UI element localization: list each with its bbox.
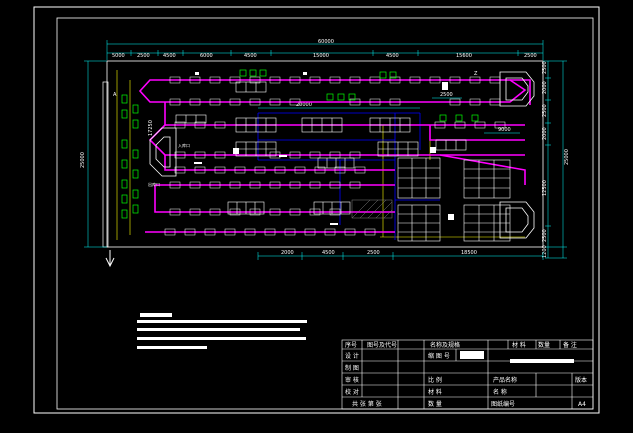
conveyor-loops: [138, 79, 531, 233]
dim-bottom-3: 2500: [367, 250, 380, 256]
tb-size: A4: [578, 401, 586, 408]
tb-header-material: 材 料: [512, 341, 526, 349]
yellow-lines: [116, 70, 525, 240]
tb-material: 材 料: [428, 388, 442, 396]
dim-right-2: 2000: [542, 81, 548, 94]
tb-product: 产品名称: [493, 376, 517, 384]
tb-drawing-no: 图纸编号: [491, 400, 515, 408]
dim-bottom-2: 4500: [322, 250, 335, 256]
label-z: Z: [474, 71, 478, 77]
markers: [194, 72, 454, 225]
blue-lines: [257, 112, 440, 240]
tb-title-bar: [510, 359, 574, 363]
outer-frame: [33, 6, 600, 414]
tb-header-note: 备 注: [563, 341, 577, 349]
dim-left-small: 17250: [148, 120, 154, 136]
entry-arrow-icon: [105, 250, 115, 268]
dim-right-6: 2500: [542, 229, 548, 242]
dim-right-1: 2500: [542, 61, 548, 74]
dim-top-7: 4500: [386, 53, 399, 59]
label-outlet: 出库口: [148, 181, 160, 187]
dim-bottom-1: 2000: [281, 250, 294, 256]
dim-right-7: 1200: [542, 245, 548, 258]
tb-logo: [460, 351, 484, 359]
tb-chart-label: 缩 图 号: [428, 352, 450, 360]
tb-design: 设 计: [345, 352, 359, 360]
dim-right-4: 2000: [542, 127, 548, 140]
dim-mid-right: 9000: [498, 127, 511, 133]
notes-line-1: [137, 320, 307, 323]
dim-top-2: 2500: [137, 53, 150, 59]
stacker-ends: [149, 71, 535, 239]
tb-check: 校 对: [345, 388, 359, 396]
dim-top-3: 4500: [163, 53, 176, 59]
notes-title: [140, 313, 172, 317]
notes-block: [137, 313, 307, 349]
tb-quantity: 数 量: [428, 400, 442, 408]
label-a: A: [113, 92, 117, 98]
inner-frame: [56, 17, 594, 410]
tb-scale: 比 例: [428, 376, 442, 384]
dim-total-top: 60000: [318, 39, 334, 45]
notes-line-2: [137, 328, 300, 331]
right-dimension-chain: [543, 60, 567, 259]
tb-part: 名 称: [493, 388, 507, 396]
green-equipment: [121, 69, 479, 219]
tb-header-name: 名称及规格: [430, 341, 460, 349]
rack-blocks: [175, 81, 511, 242]
dim-right-3: 2500: [542, 104, 548, 117]
dim-bottom-4: 18500: [461, 250, 477, 256]
top-dimension-chain: [106, 40, 544, 60]
title-block: [341, 339, 594, 410]
label-inlet: 入库口: [178, 142, 190, 148]
dim-right-5: 12500: [542, 180, 548, 196]
tb-edition: 版本: [575, 376, 587, 384]
left-dimension: [84, 60, 107, 248]
warehouse-plan: 60000 5000 2500 4500 6000 4500 15000 450…: [80, 39, 570, 268]
dim-top-4: 6000: [200, 53, 213, 59]
tb-header-code: 图号及代号: [367, 341, 397, 349]
mid-dimensions: [258, 97, 520, 134]
conveyor-rollers: [164, 76, 506, 236]
dim-right-total: 25000: [564, 149, 570, 165]
dim-top-5: 4500: [244, 53, 257, 59]
tb-review: 审 核: [345, 376, 359, 384]
building-outline: [106, 60, 544, 248]
bottom-dimension-chain: [257, 252, 544, 260]
hatched-area: [351, 199, 393, 219]
tb-draw: 制 图: [345, 364, 359, 372]
tb-sheet: 共 张 第 张: [352, 400, 382, 408]
dim-top-6: 15000: [313, 53, 329, 59]
dim-top-1: 5000: [112, 53, 125, 59]
tb-header-seq: 序号: [345, 341, 357, 349]
dim-top-9: 2500: [524, 53, 537, 59]
notes-line-3: [137, 337, 306, 340]
dim-left: 25000: [80, 152, 86, 168]
dim-top-8: 15600: [456, 53, 472, 59]
dim-mid-top2: 2500: [440, 92, 453, 98]
tb-header-qty: 数量: [538, 341, 550, 349]
dim-mid-top: 20000: [296, 102, 312, 108]
notes-line-4: [137, 346, 207, 349]
